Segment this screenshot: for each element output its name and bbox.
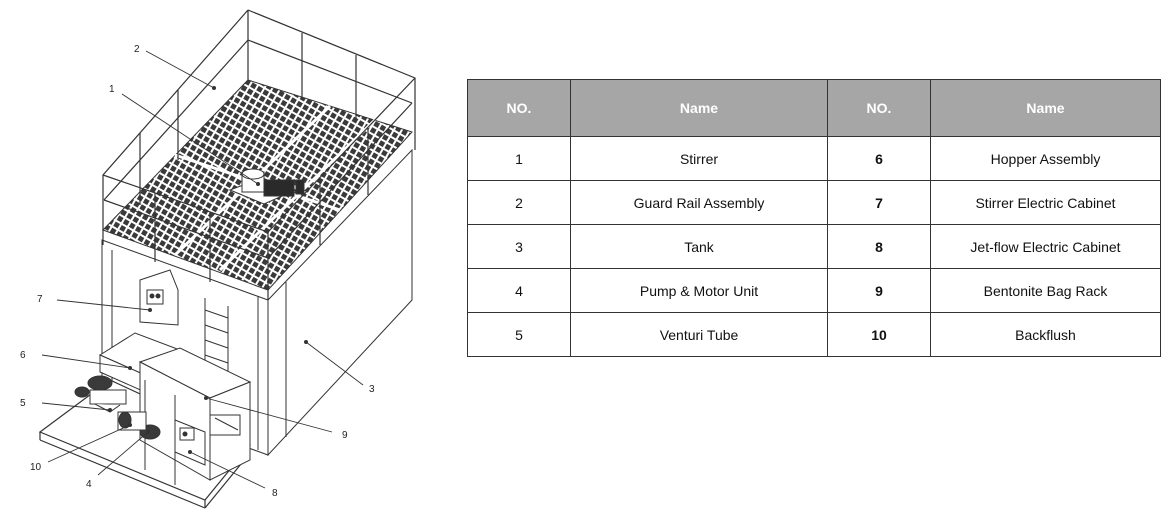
cell-name-right: Hopper Assembly — [930, 136, 1161, 181]
table-row: 1 Stirrer 6 Hopper Assembly — [467, 136, 1161, 181]
cell-no-right: 9 — [827, 268, 931, 313]
cell-no-right: 8 — [827, 224, 931, 269]
cell-no-right: 6 — [827, 136, 931, 181]
guard-rail — [102, 9, 416, 300]
callout-5: 5 — [20, 398, 26, 409]
cell-no-right: 10 — [827, 312, 931, 357]
callout-2: 2 — [134, 44, 140, 55]
cell-name-left: Venturi Tube — [570, 312, 828, 357]
header-no-left: NO. — [467, 79, 571, 137]
cell-no-right: 7 — [827, 180, 931, 225]
leader-dots — [108, 86, 308, 454]
table-header-row: NO. Name NO. Name — [467, 79, 1161, 137]
cell-no-left: 2 — [467, 180, 571, 225]
parts-table: NO. Name NO. Name 1 Stirrer 6 Hopper Ass… — [467, 79, 1161, 357]
cell-name-left: Guard Rail Assembly — [570, 180, 828, 225]
jet-flow-electric-cabinet — [174, 419, 206, 466]
pump-motor-unit — [117, 411, 241, 440]
stirrer — [228, 168, 305, 205]
cell-no-left: 4 — [467, 268, 571, 313]
equipment-drawing: 1 2 3 4 5 6 7 8 9 10 — [20, 9, 416, 509]
cell-name-left: Tank — [570, 224, 828, 269]
callout-8: 8 — [272, 488, 278, 499]
table-row: 2 Guard Rail Assembly 7 Stirrer Electric… — [467, 180, 1161, 225]
header-name-right: Name — [930, 79, 1161, 137]
table-row: 4 Pump & Motor Unit 9 Bentonite Bag Rack — [467, 268, 1161, 313]
cell-name-right: Backflush — [930, 312, 1161, 357]
callout-10: 10 — [30, 462, 42, 473]
cell-name-right: Stirrer Electric Cabinet — [930, 180, 1161, 225]
callout-6: 6 — [20, 350, 26, 361]
venturi-tube — [74, 375, 127, 413]
header-name-left: Name — [570, 79, 828, 137]
callout-4: 4 — [86, 479, 92, 490]
header-no-right: NO. — [827, 79, 931, 137]
cell-name-right: Bentonite Bag Rack — [930, 268, 1161, 313]
cell-name-left: Pump & Motor Unit — [570, 268, 828, 313]
callout-labels: 1 2 3 4 5 6 7 8 9 10 — [20, 44, 375, 499]
table-row: 3 Tank 8 Jet-flow Electric Cabinet — [467, 224, 1161, 269]
cell-name-left: Stirrer — [570, 136, 828, 181]
callout-3: 3 — [369, 384, 375, 395]
table-row: 5 Venturi Tube 10 Backflush — [467, 312, 1161, 357]
cell-no-left: 3 — [467, 224, 571, 269]
callout-9: 9 — [342, 430, 348, 441]
callout-7: 7 — [37, 294, 43, 305]
stirrer-electric-cabinet — [139, 269, 179, 326]
cell-no-left: 1 — [467, 136, 571, 181]
ladder — [204, 298, 229, 380]
cell-name-right: Jet-flow Electric Cabinet — [930, 224, 1161, 269]
cell-no-left: 5 — [467, 312, 571, 357]
callout-1: 1 — [109, 84, 115, 95]
leader-lines — [41, 50, 364, 489]
